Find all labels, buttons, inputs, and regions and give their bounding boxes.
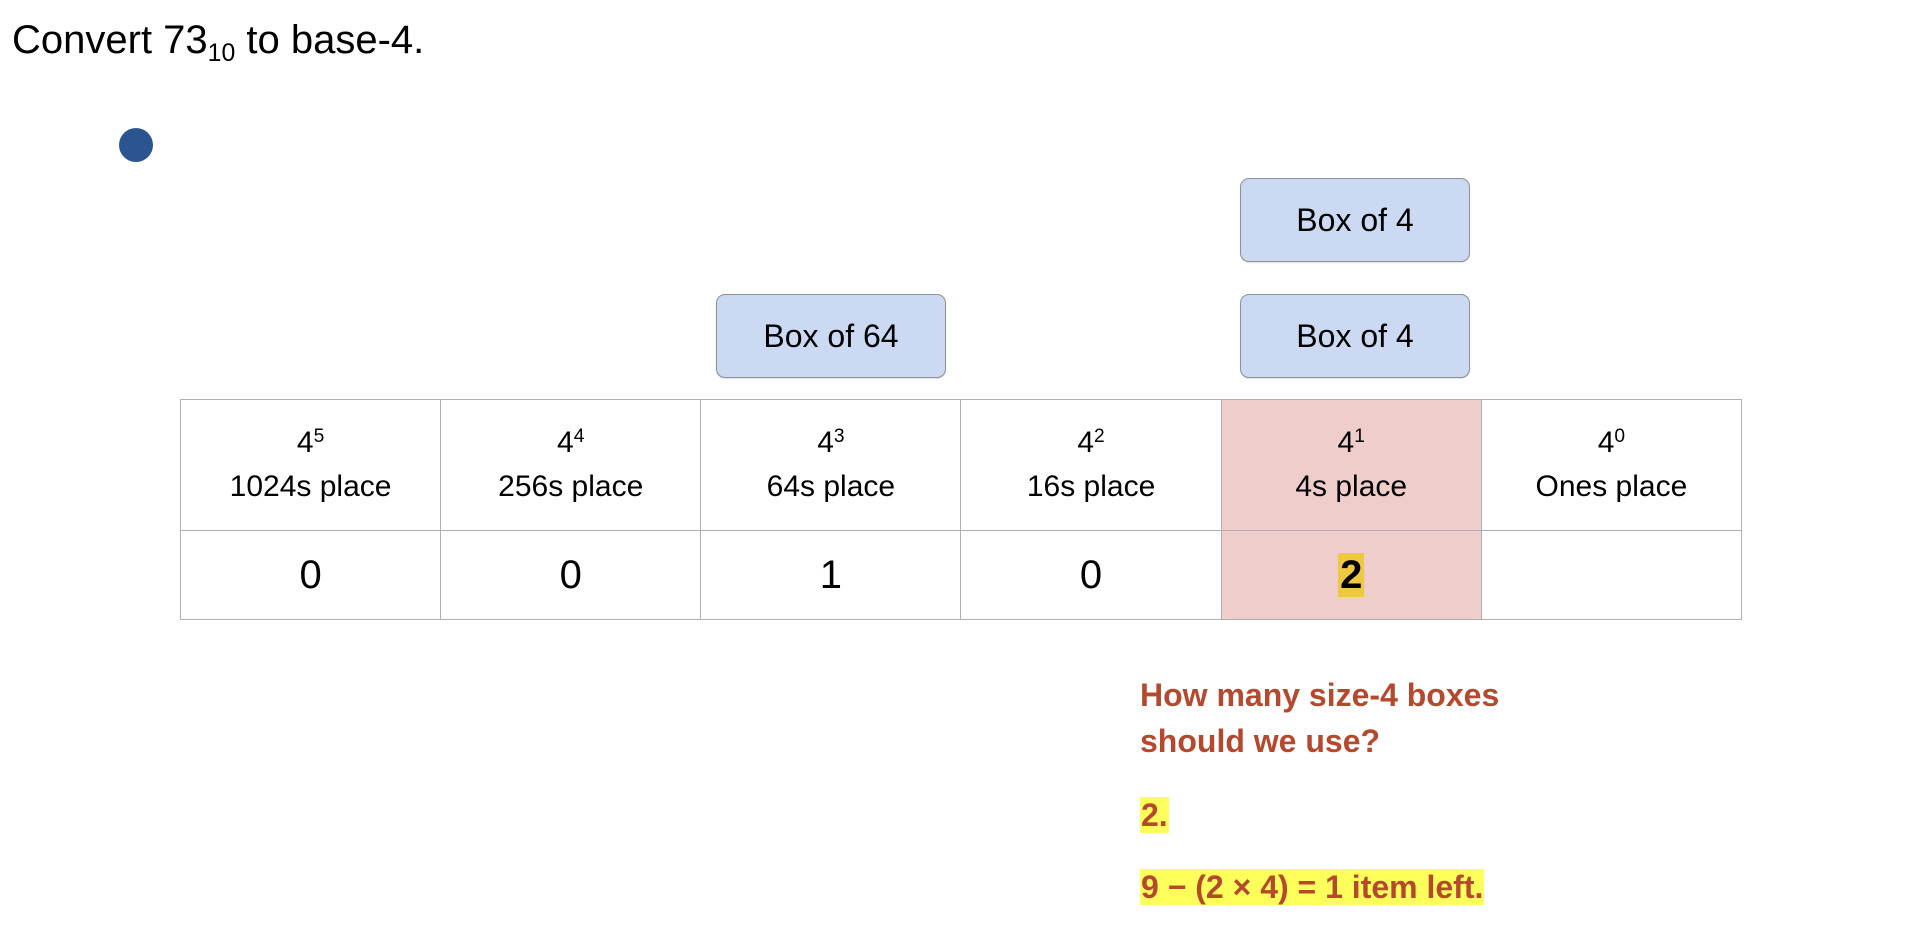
narration-question: How many size-4 boxes should we use? xyxy=(1140,672,1570,764)
power-label: 45 xyxy=(296,426,325,459)
power-label: 43 xyxy=(817,426,845,459)
narration-remainder: 9 − (2 × 4) = 1 item left. xyxy=(1140,864,1485,910)
digit-cell-0[interactable]: 0 xyxy=(179,530,442,620)
digit-value: 0 xyxy=(559,552,582,597)
place-value-table: 45 1024s place 44 256s place 43 64s plac… xyxy=(179,399,1743,620)
digit-value: 0 xyxy=(1079,552,1103,597)
power-label: 44 xyxy=(557,426,585,459)
place-label: 1024s place xyxy=(229,470,392,503)
prompt-subscript: 10 xyxy=(207,39,236,67)
narration-question-line1: How many size-4 boxes xyxy=(1140,677,1500,713)
narration-answer: 2. xyxy=(1140,792,1169,838)
prompt-tail: to base-4. xyxy=(235,18,425,62)
narration-question-line2: should we use? xyxy=(1140,723,1381,759)
narration-answer-text: 2. xyxy=(1140,797,1169,833)
place-label: Ones place xyxy=(1535,470,1688,503)
chip-box-of-4-top[interactable]: Box of 4 xyxy=(1240,178,1470,262)
place-header-cell-4[interactable]: 41 4s place xyxy=(1220,399,1482,531)
chip-box-of-4-bottom[interactable]: Box of 4 xyxy=(1240,294,1470,378)
digit-cell-5[interactable] xyxy=(1480,530,1743,620)
chip-label: Box of 4 xyxy=(1296,317,1414,354)
place-label: 4s place xyxy=(1295,470,1408,503)
digit-value-highlighted: 2 xyxy=(1338,552,1365,597)
page-title: Convert 7310 to base-4. xyxy=(12,14,424,66)
place-label: 64s place xyxy=(766,470,896,503)
chip-label: Box of 4 xyxy=(1296,201,1414,238)
place-label: 256s place xyxy=(498,470,644,503)
power-label: 42 xyxy=(1077,426,1105,459)
digit-value: 1 xyxy=(819,552,843,597)
power-label: 40 xyxy=(1597,426,1626,459)
prompt-lead: Convert 73 xyxy=(12,18,208,62)
place-header-cell-0[interactable]: 45 1024s place xyxy=(179,399,442,531)
chip-box-of-64[interactable]: Box of 64 xyxy=(716,294,946,378)
digit-cell-2[interactable]: 1 xyxy=(700,530,962,620)
place-header-cell-1[interactable]: 44 256s place xyxy=(440,399,702,531)
digit-cell-3[interactable]: 0 xyxy=(960,530,1222,620)
narration-remainder-text: 9 − (2 × 4) = 1 item left. xyxy=(1140,869,1485,905)
table-value-row: 0 0 1 0 2 xyxy=(179,530,1743,620)
place-header-cell-5[interactable]: 40 Ones place xyxy=(1480,399,1743,531)
chip-label: Box of 64 xyxy=(763,317,899,354)
place-label: 16s place xyxy=(1026,470,1156,503)
digit-cell-4[interactable]: 2 xyxy=(1220,530,1482,620)
place-header-cell-2[interactable]: 43 64s place xyxy=(700,399,962,531)
digit-value: 0 xyxy=(299,552,322,597)
place-header-cell-3[interactable]: 42 16s place xyxy=(960,399,1222,531)
digit-cell-1[interactable]: 0 xyxy=(440,530,702,620)
progress-dot-icon xyxy=(119,128,153,162)
table-header-row: 45 1024s place 44 256s place 43 64s plac… xyxy=(179,399,1743,531)
power-label: 41 xyxy=(1337,426,1365,459)
